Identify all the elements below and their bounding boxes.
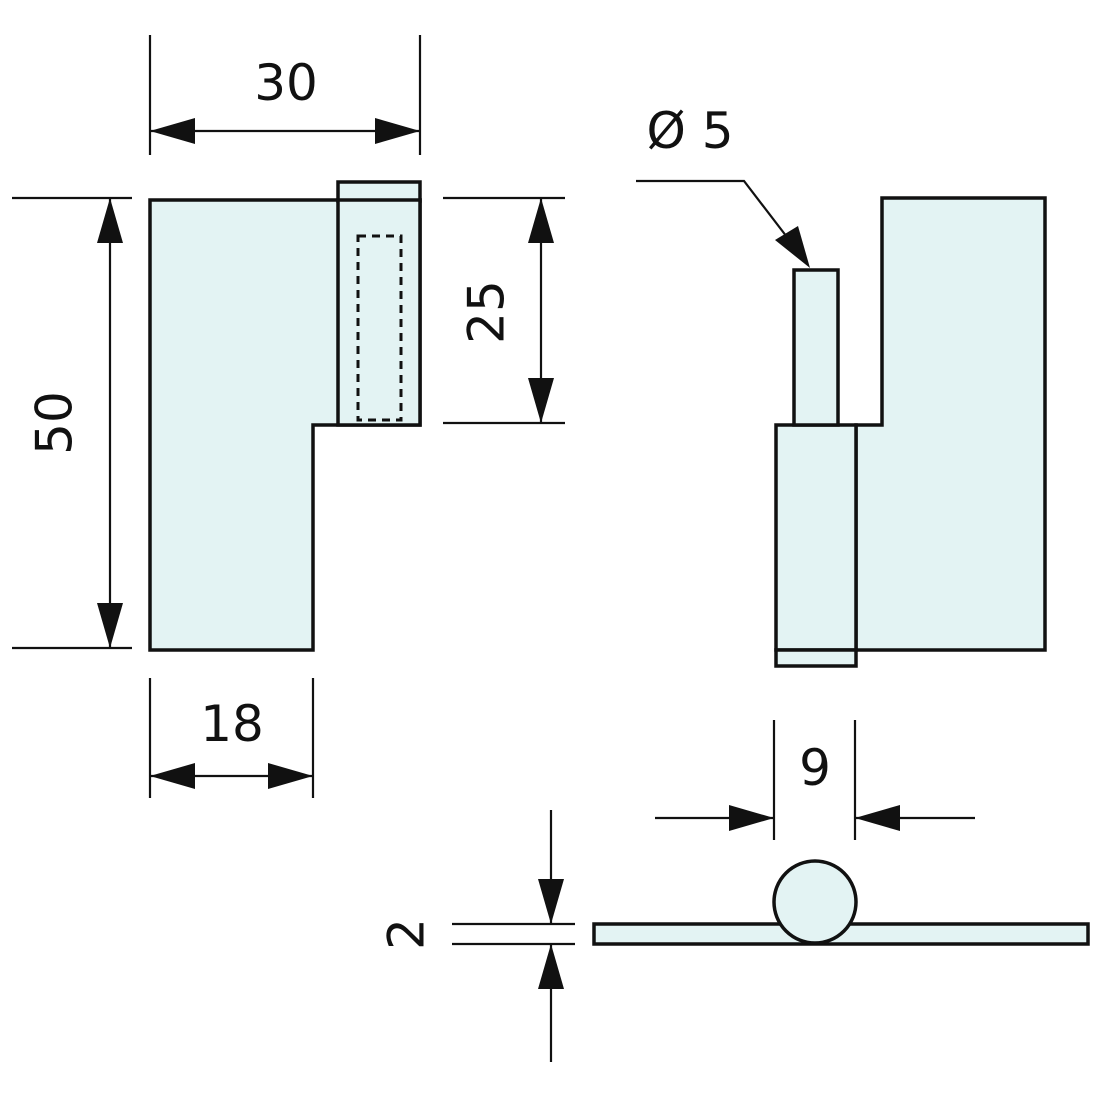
bottom-profile-view: [592, 859, 1090, 946]
right-hinge-view: [774, 196, 1047, 668]
dim-arrow: [775, 226, 810, 268]
dimension-knuckle-width: 9: [655, 720, 975, 840]
dimension-pin-length: 25: [443, 196, 565, 425]
dim-arrow: [150, 763, 195, 789]
dimension-height-total: 50: [12, 196, 132, 650]
profile-knuckle: [772, 859, 858, 945]
hidden-pin-outline: [356, 234, 403, 422]
dim-arrow: [855, 805, 900, 831]
dim-arrow: [97, 198, 123, 243]
left-hinge-view: [148, 180, 422, 652]
right-knuckle: [774, 423, 858, 652]
dim-arrow: [375, 118, 420, 144]
dim-label-thickness: 2: [378, 918, 436, 950]
dim-label-width-total: 30: [254, 54, 318, 112]
dim-arrow: [150, 118, 195, 144]
dim-arrow: [97, 603, 123, 648]
dim-arrow: [538, 944, 564, 989]
dimension-leaf-width: 18: [148, 678, 315, 798]
dim-label-knuckle-width: 9: [799, 739, 831, 797]
dim-label-height-total: 50: [26, 391, 84, 455]
dimension-thickness: 2: [378, 810, 575, 1062]
dimension-pin-diameter: Ø 5: [636, 102, 810, 268]
left-pin-cap: [336, 180, 422, 203]
right-leaf-body: [854, 196, 1047, 652]
dim-label-pin-length: 25: [458, 280, 516, 344]
dim-arrow: [528, 378, 554, 423]
right-knuckle-washer: [774, 648, 858, 668]
dim-label-leaf-width: 18: [200, 695, 264, 753]
left-knuckle: [336, 198, 422, 427]
dim-label-pin-diameter: Ø 5: [646, 102, 733, 160]
dim-arrow: [538, 879, 564, 924]
dim-arrow: [268, 763, 313, 789]
dimension-width-total: 30: [148, 35, 422, 155]
right-pin: [792, 268, 840, 427]
dim-arrow: [729, 805, 774, 831]
dim-arrow: [528, 198, 554, 243]
